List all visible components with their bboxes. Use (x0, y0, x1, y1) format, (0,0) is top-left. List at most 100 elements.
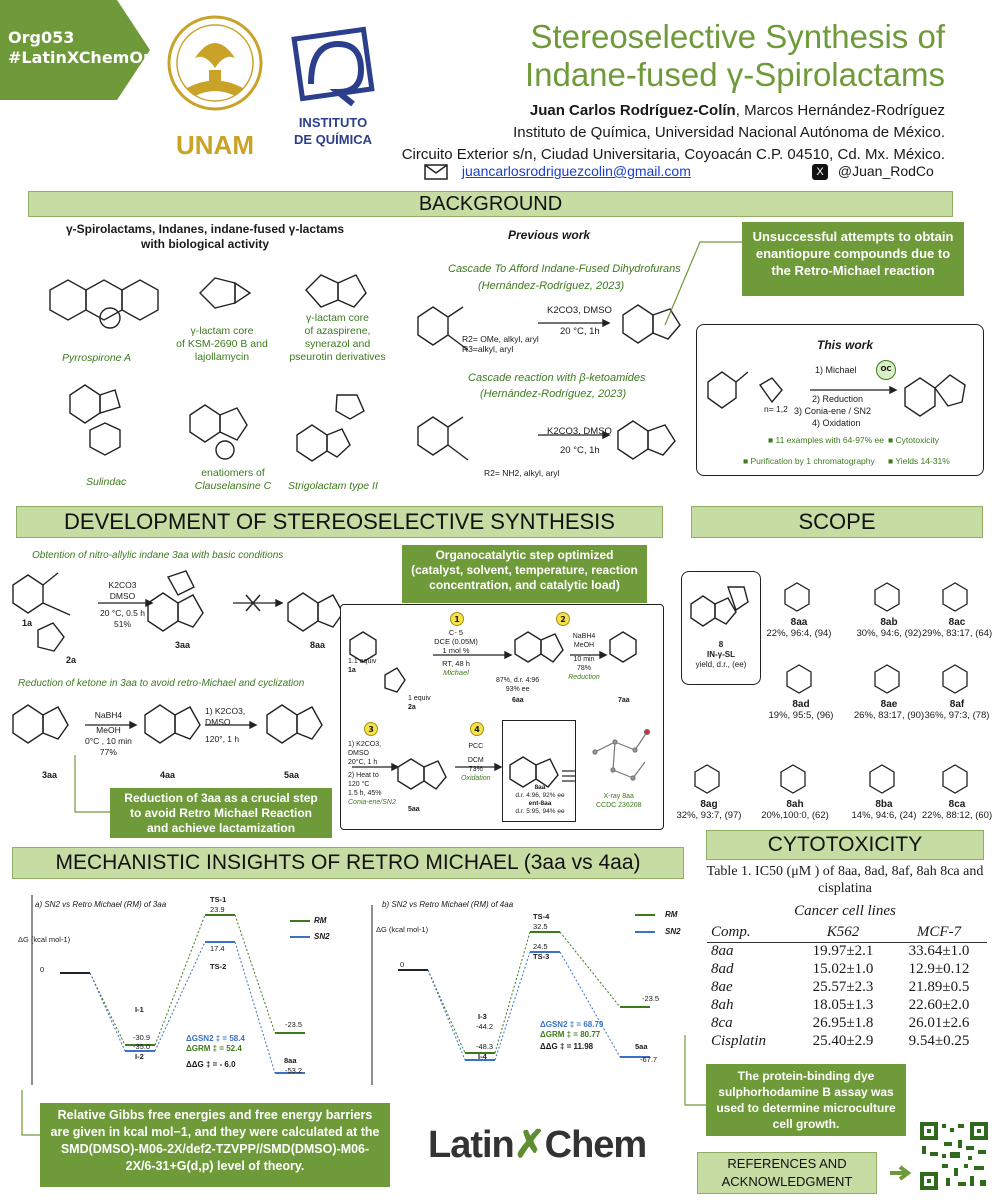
conia-1: 1) K2CO3, (348, 741, 382, 748)
callout-line (664, 241, 742, 326)
scope-label: 8ab (880, 617, 898, 628)
opt-michael: Michael (443, 668, 469, 677)
dev-cond-b: NaBH4 MeOH 0°C , 10 min 77% (85, 710, 132, 758)
author-main: Juan Carlos Rodríguez-Colín (529, 102, 736, 119)
table-cell: 8ah (711, 996, 734, 1013)
development-title: DEVELOPMENT OF STEREOSELECTIVE SYNTHESIS (64, 509, 615, 534)
table-header-cell: Comp. (707, 924, 795, 943)
a-i2-val: -35.0 (133, 1042, 151, 1051)
clause-label-1: enatiomers of (201, 467, 265, 479)
scope-label: 8af (949, 699, 965, 710)
cond-a4: 51% (113, 619, 131, 629)
poster-id: Org053 (8, 28, 75, 47)
dev-cond-a: K2CO3 DMSO 20 °C, 0.5 h 51% (100, 580, 145, 630)
tw-step4: 4) Oxidation (812, 418, 861, 428)
b-ts4-val: 32.5 (533, 922, 548, 931)
bullet2-text: Cytotoxicity (895, 435, 939, 445)
oc-badge: OC (876, 360, 896, 380)
cond-b1: NaBH4 (94, 710, 123, 720)
red-e: Reduction (568, 674, 600, 681)
iq-emblem-icon (291, 26, 375, 107)
iq-logo: INSTITUTO DE QUÍMICA (283, 22, 383, 157)
table-cell: 26.95±1.8 (812, 1014, 874, 1031)
bullet4-text: Yields 14-31% (895, 456, 950, 466)
opt-dce: DCE (0.05M) (434, 637, 478, 646)
result-8aa-box (502, 720, 576, 822)
a-ddg: ΔΔG ‡ = - 6.0 (186, 1060, 236, 1069)
dev-sub1: Obtention of nitro-allylic indane 3aa wi… (32, 550, 284, 561)
scope-label: 8ag (700, 799, 718, 810)
b-i3: I-3 (478, 1012, 487, 1021)
gibbs-box: Relative Gibbs free energies and free en… (40, 1103, 390, 1187)
scope-structure-8ac (942, 582, 968, 612)
cond-c2: DMSO (205, 717, 231, 727)
clauselansine-structure (189, 404, 248, 460)
refs-button[interactable]: REFERENCES AND ACKNOWLEDGMENT (697, 1152, 877, 1194)
b-p1: -23.5 (642, 994, 660, 1003)
unsuccessful-box: Unsuccessful attempts to obtain enantiop… (742, 222, 964, 296)
xray-structure (592, 728, 651, 781)
scope-data: 14%, 94:6, (24) (851, 810, 917, 821)
latinchem-logo: Latin✗Chem (428, 1124, 647, 1166)
strigolactam-label: Strigolactam type II (288, 480, 378, 492)
table-cell: 21.89±0.5 (908, 978, 970, 995)
twitter-handle[interactable]: @Juan_RodCo (837, 163, 934, 179)
opt-1a: 1a (348, 667, 356, 674)
res-8aa-dr: d.r. 4:96, 92% ee (515, 792, 565, 799)
ksm-label-1: γ-lactam core (190, 325, 254, 337)
scope-label: 8aa (790, 617, 808, 628)
opt-equiv2: 1 equiv (408, 695, 431, 702)
b-ts3: TS-3 (533, 952, 550, 961)
plot-a-zero: 0 (40, 965, 45, 974)
aza-label-4: pseurotin derivatives (289, 351, 386, 363)
qr-code-icon[interactable] (918, 1120, 990, 1192)
assay-callout (684, 1035, 706, 1106)
ox-1: PCC (468, 743, 484, 750)
scope-structure-8ab (874, 582, 900, 612)
pyrrospirone-label: Pyrrospirone A (62, 352, 132, 364)
optimized-box: Organocatalytic step optimized (catalyst… (402, 545, 647, 603)
lbl-1a: 1a (22, 618, 33, 628)
tw-bullet1: ■ 11 examples with 64-97% ee (768, 435, 885, 445)
cascade1-r-notes: R2= OMe, alkyl, aryl R3=alkyl, aryl (462, 334, 539, 354)
dev-scheme1 (12, 570, 344, 652)
tw-bullet2: ■ Cytotoxicity (888, 435, 939, 445)
sulindac-structure (69, 384, 121, 456)
opt-cond-2: NaBH4 MeOH 10 min 78% Reduction (566, 632, 602, 682)
plot-b-legend-sn2: SN2 (665, 927, 681, 936)
mechanism-title: MECHANISTIC INSIGHTS OF RETRO MICHAEL (3… (55, 851, 641, 874)
b-5aa: 5aa (635, 1042, 648, 1051)
plot-b-title: b) SN2 vs Retro Michael (RM) of 4aa (382, 900, 514, 909)
cascade1-title: Cascade To Afford Indane-Fused Dihydrofu… (448, 263, 681, 275)
core-label: 8 (718, 640, 724, 649)
scope-data: 22%, 96:4, (94) (766, 628, 832, 639)
opt-scheme-bottom (352, 756, 576, 790)
opt-rt: RT, 48 h (442, 659, 470, 668)
xray-1: X-ray 8aa (603, 793, 634, 800)
email-contact: juancarlosrodriguezcolin@gmail.com (424, 163, 691, 181)
opt-7aa: 7aa (618, 697, 630, 704)
scope-structure-8aa (784, 582, 810, 612)
b-dg1: ΔGSN2 ‡ = 68.79 (540, 1020, 604, 1029)
cascade2-cond-b: 20 °C, 1h (560, 445, 600, 456)
b-ddg: ΔΔG ‡ = 11.98 (540, 1042, 594, 1051)
email-link[interactable]: juancarlosrodriguezcolin@gmail.com (461, 163, 691, 179)
table-cell: Cisplatin (711, 1032, 767, 1049)
latinchem-a: Latin (428, 1124, 515, 1166)
ksm-label-3: lajollamycin (194, 351, 250, 363)
plot-b-legend-rm: RM (665, 910, 678, 919)
step-badge-1: 1 (450, 612, 464, 626)
scope-data: 29%, 83:17, (64) (921, 628, 993, 639)
r-note-2: R3=alkyl, aryl (462, 344, 514, 354)
plot-a-legend-sn2: SN2 (314, 932, 330, 941)
table-cell: 26.01±2.6 (908, 1014, 970, 1031)
poster-title: Stereoselective Synthesis of Indane-fuse… (390, 18, 945, 94)
step-badge-2: 2 (556, 612, 570, 626)
